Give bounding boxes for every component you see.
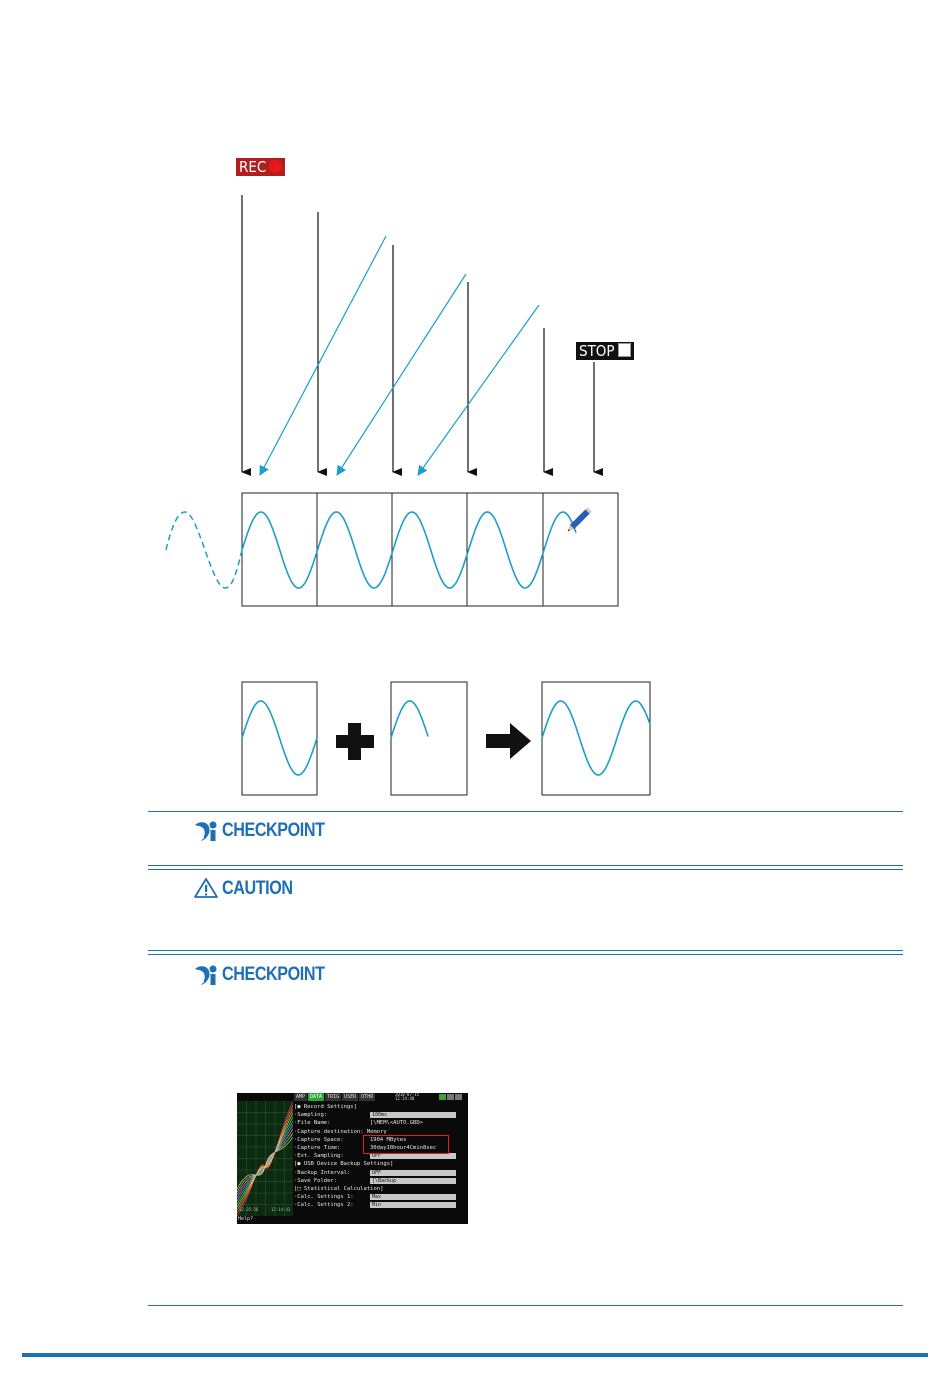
partial-wave-2 <box>390 700 429 739</box>
combined-file <box>541 681 651 796</box>
partial-wave-1 <box>241 700 318 776</box>
settings-menu: [● Record Settings]·Sampling:100ms·File … <box>294 1103 464 1209</box>
status-icon <box>439 1094 446 1100</box>
combined-wave <box>541 700 651 776</box>
menu-value: 1904 MBytes <box>370 1136 407 1143</box>
stop-label: STOP <box>579 342 615 360</box>
transfer-arrow-1 <box>259 235 387 476</box>
rec-label: REC <box>239 158 267 176</box>
menu-label: ·Capture Time: <box>294 1144 341 1151</box>
menu-label: ·Calc. Settings 1: <box>294 1194 354 1201</box>
tab-data[interactable]: DATA <box>308 1093 325 1101</box>
status-icon <box>447 1094 454 1100</box>
checkpoint-heading: CHECKPOINT <box>222 964 325 985</box>
graph-time-start: 12:35:56 <box>239 1207 259 1212</box>
menu-row: [● USB Device Backup Settings] <box>294 1160 464 1168</box>
menu-label: ·Calc. Settings 2: <box>294 1202 354 1209</box>
menu-value[interactable]: 100ms <box>370 1112 456 1119</box>
menu-label: ·Save Folder: <box>294 1177 338 1184</box>
graph-time-end: 12:14:43 <box>271 1207 291 1212</box>
menu-row: [□ Statistical Calculation] <box>294 1185 464 1193</box>
menu-row[interactable]: ·Calc. Settings 2: Min <box>294 1201 464 1209</box>
file-box-3 <box>391 492 468 607</box>
arrow-right-icon <box>486 723 531 759</box>
rec-badge: REC <box>236 158 286 176</box>
menu-value: [\MEM\<AUTO.GBD> <box>370 1120 423 1127</box>
plus-icon <box>336 723 374 760</box>
stop-square-icon <box>617 343 631 357</box>
transfer-arrow-2 <box>336 273 467 476</box>
file-box-4 <box>466 492 544 607</box>
menu-label: ·Sampling: <box>294 1112 328 1119</box>
footer-bar <box>22 1353 928 1357</box>
menu-value[interactable]: Min <box>370 1202 456 1209</box>
tab-othr[interactable]: OTHR <box>359 1093 376 1101</box>
section-rule <box>148 950 903 955</box>
tab-user[interactable]: USER <box>342 1093 359 1101</box>
record-dot-icon <box>269 160 283 173</box>
menu-label: [● USB Device Backup Settings] <box>294 1161 394 1168</box>
section-rule <box>148 865 903 870</box>
checkpoint-heading: CHECKPOINT <box>222 820 325 841</box>
menu-value[interactable]: OFF <box>370 1153 456 1160</box>
tab-trig[interactable]: TRIG <box>325 1093 342 1101</box>
status-icon <box>455 1094 462 1100</box>
section-rule <box>148 1305 903 1306</box>
menu-row[interactable]: ·Save Folder: [\Backup <box>294 1177 464 1185</box>
menu-label: ·Ext. Sampling: <box>294 1153 344 1160</box>
partial-file-2 <box>390 681 468 796</box>
transfer-arrow-3 <box>417 304 540 476</box>
menu-row[interactable]: ·File Name: [\MEM\<AUTO.GBD> <box>294 1119 464 1127</box>
menu-row[interactable]: ·Capture Time: 30day10hour4Cmin8sec <box>294 1144 464 1152</box>
warning-triangle-icon <box>194 878 218 898</box>
menu-row[interactable]: ·Calc. Settings 1: Max <box>294 1193 464 1201</box>
checkpoint-icon <box>195 965 217 985</box>
menu-label: ·Capture destination: Memory <box>294 1128 387 1135</box>
menu-label: ·Capture Space: <box>294 1136 344 1143</box>
file-box-5 <box>542 492 619 607</box>
menu-label: ·File Name: <box>294 1120 331 1127</box>
pre-record-wave <box>165 511 243 589</box>
tab-amp[interactable]: AMP <box>294 1093 308 1101</box>
menu-label: [□ Statistical Calculation] <box>294 1185 384 1192</box>
menu-label: ·Backup Interval: <box>294 1169 351 1176</box>
menu-value[interactable]: Max <box>370 1194 456 1201</box>
menu-row[interactable]: ·Capture Space: 1904 MBytes <box>294 1136 464 1144</box>
section-rule <box>148 811 903 812</box>
capture-highlight <box>363 1135 449 1154</box>
recorded-wave <box>241 511 577 589</box>
menu-value: 30day10hour4Cmin8sec <box>370 1144 437 1151</box>
menu-row: [● Record Settings] <box>294 1103 464 1111</box>
menu-row[interactable]: ·Ext. Sampling: OFF <box>294 1152 464 1160</box>
caution-heading: CAUTION <box>222 878 293 899</box>
clock-time: 12:14:40 <box>395 1096 415 1101</box>
menu-label: [● Record Settings] <box>294 1104 357 1110</box>
graph-trace <box>237 1136 293 1190</box>
stop-badge: STOP <box>576 342 634 360</box>
waveform-graph <box>237 1101 293 1216</box>
menu-value[interactable]: [\Backup <box>370 1177 456 1184</box>
menu-row: ·Capture destination: Memory <box>294 1128 464 1136</box>
menu-value[interactable]: OFF <box>370 1169 456 1176</box>
menu-row[interactable]: ·Backup Interval: OFF <box>294 1169 464 1177</box>
help-text: Help? <box>238 1216 254 1222</box>
menu-row[interactable]: ·Sampling: 100ms <box>294 1111 464 1119</box>
checkpoint-icon <box>195 821 217 841</box>
recording-diagram <box>165 195 651 796</box>
clock-date: 2010-07-15 <box>395 1093 420 1097</box>
pencil-icon <box>567 507 592 532</box>
